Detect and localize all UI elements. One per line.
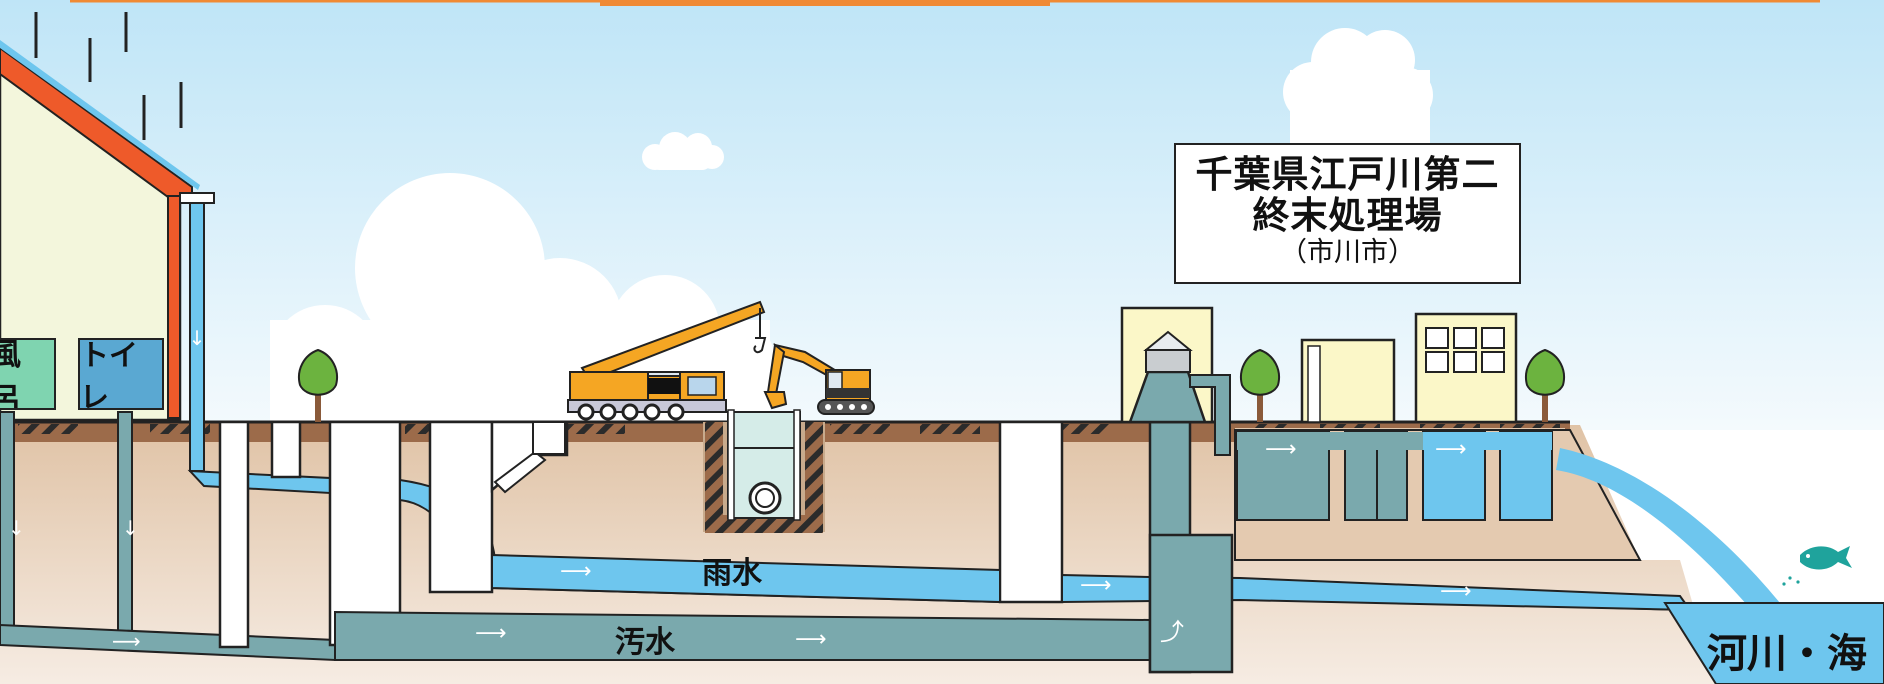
svg-text:⟶: ⟶ [1265, 437, 1297, 462]
title-fragment [600, 0, 1050, 6]
rain [34, 12, 183, 140]
river-sea [1663, 602, 1884, 684]
bath-room: 風呂 [0, 338, 56, 410]
toilet-room: トイレ [78, 338, 164, 410]
storm-main-body [491, 553, 1001, 604]
river-sea-label: 河川・海 [1707, 631, 1867, 677]
sewage-label: 汚水 [615, 625, 675, 660]
flow-arrow: ↓ [122, 516, 139, 540]
sign-line-3: （市川市） [1280, 237, 1415, 268]
outfall-channel [1556, 448, 1780, 606]
sewage-main [334, 610, 1151, 661]
sign-line-1: 千葉県江戸川第二 [1195, 153, 1500, 196]
svg-text:⤴: ⤴ [1160, 618, 1184, 646]
tree-icon [1240, 348, 1280, 422]
stormwater-label: 雨水 [702, 556, 762, 591]
bath-label: 風呂 [0, 340, 50, 408]
flow-arrow: ⟶ [795, 627, 827, 652]
sign-line-2: 終末処理場 [1252, 194, 1443, 237]
excavation-trench [703, 409, 825, 533]
treatment-plant-sign: 千葉県江戸川第二 終末処理場 （市川市） [1174, 143, 1521, 284]
house [0, 40, 200, 422]
storm-manhole [998, 420, 1064, 604]
top-right-cloud [1283, 28, 1433, 145]
excavator [763, 343, 875, 415]
svg-text:↓: ↓ [189, 326, 206, 350]
crane-truck [567, 300, 767, 421]
treatment-plant: ⟶ ⟶ [1189, 312, 1642, 561]
svg-text:⟶: ⟶ [1435, 437, 1467, 462]
flow-arrow: ⟶ [1440, 579, 1472, 604]
flow-arrow: ↓ [8, 516, 25, 540]
small-cloud [642, 132, 724, 170]
storm-main-shaft [428, 420, 494, 594]
street-inlet-pipe [493, 450, 547, 494]
inlet-boxes [218, 420, 402, 649]
fish-icon [1782, 546, 1852, 586]
tree-icon [298, 348, 338, 422]
flow-arrow: ⟶ [112, 629, 141, 653]
catch-basin [532, 421, 566, 455]
pump-station-front [1128, 330, 1207, 424]
flow-arrow: ⟶ [475, 621, 507, 646]
pump-station: ⤴ [1145, 330, 1234, 674]
toilet-label: トイレ [80, 338, 139, 410]
flow-arrow: ⟶ [1080, 573, 1112, 598]
flow-arrow: ⟶ [560, 559, 592, 584]
tree-icon [1525, 348, 1565, 422]
